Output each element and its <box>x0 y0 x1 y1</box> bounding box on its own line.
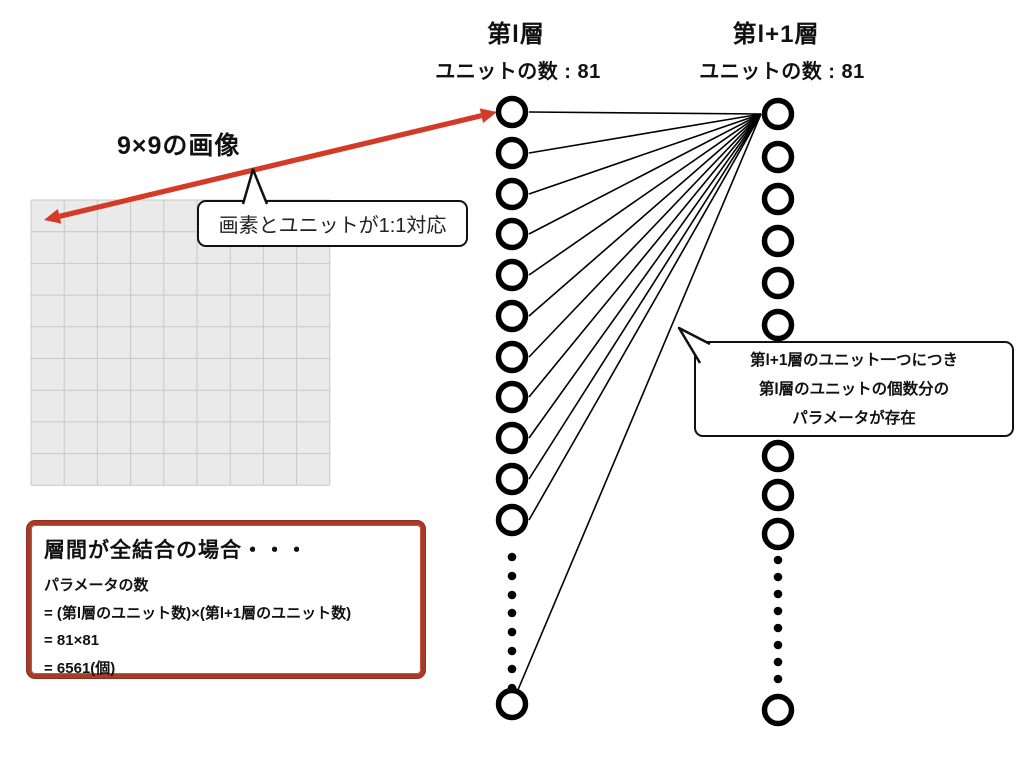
connection-line <box>528 113 762 398</box>
layer-l-unit-count: ユニットの数 : 81 <box>435 61 601 83</box>
unit-circle <box>761 517 795 551</box>
ellipsis-dot <box>773 589 783 599</box>
connection-line <box>528 113 762 235</box>
unit-circle <box>761 308 795 342</box>
parameter-callout-line: 第l+1層のユニット一つにつき <box>750 351 958 369</box>
connection-line <box>528 113 762 439</box>
fully-connected-info-box: 層間が全結合の場合・・・ パラメータの数 = (第l層のユニット数)×(第l+1… <box>27 521 425 678</box>
unit-circle <box>495 95 529 129</box>
info-box-line: = 81×81 <box>44 632 100 649</box>
info-box-title: 層間が全結合の場合・・・ <box>44 539 308 562</box>
ellipsis-dot <box>773 606 783 616</box>
pixel-unit-callout: 画素とユニットが1:1対応 <box>197 200 468 247</box>
ellipsis-dot <box>773 555 783 565</box>
unit-circle <box>495 687 529 721</box>
connection-line <box>528 113 762 521</box>
unit-circle <box>495 217 529 251</box>
unit-circle <box>495 136 529 170</box>
ellipsis-dot <box>507 627 517 637</box>
unit-circle <box>761 266 795 300</box>
pixel-grid <box>31 200 330 486</box>
arrow-head-right-icon <box>479 108 497 123</box>
parameter-callout: 第l+1層のユニット一つにつき 第l層のユニットの個数分の パラメータが存在 <box>694 341 1014 437</box>
parameter-callout-line: 第l層のユニットの個数分の <box>758 380 950 398</box>
image-size-label: 9×9の画像 <box>117 132 241 160</box>
unit-circle <box>495 462 529 496</box>
ellipsis-dot <box>773 572 783 582</box>
unit-circle <box>495 421 529 455</box>
arrow-head-left-icon <box>44 209 62 224</box>
connection-line <box>528 113 762 154</box>
ellipsis-dot <box>773 640 783 650</box>
info-box-line: = (第l層のユニット数)×(第l+1層のユニット数) <box>44 604 352 622</box>
parameter-callout-line: パラメータが存在 <box>792 409 916 427</box>
unit-circle <box>761 478 795 512</box>
ellipsis-dot <box>507 608 517 618</box>
unit-circle <box>495 503 529 537</box>
connection-line <box>528 113 762 276</box>
ellipsis-dot <box>773 674 783 684</box>
unit-circle <box>761 224 795 258</box>
unit-circle <box>761 439 795 473</box>
unit-circle <box>761 182 795 216</box>
info-box-line: パラメータの数 <box>44 577 149 594</box>
ellipsis-dot <box>507 664 517 674</box>
unit-circle <box>761 693 795 727</box>
pixel-to-unit-arrow <box>58 113 483 219</box>
unit-circle <box>495 258 529 292</box>
ellipsis-dot <box>507 552 517 562</box>
unit-circle <box>495 340 529 374</box>
unit-circle <box>495 299 529 333</box>
connection-line <box>528 111 762 115</box>
info-box-line: = 6561(個) <box>44 659 116 677</box>
ellipsis-dot <box>507 571 517 581</box>
connection-line <box>528 113 762 480</box>
unit-circle <box>761 140 795 174</box>
layer-l-title: 第l層 <box>487 21 545 48</box>
unit-circle <box>761 97 795 131</box>
ellipsis-dot <box>507 646 517 656</box>
unit-circle <box>495 177 529 211</box>
unit-circle <box>495 380 529 414</box>
connection-line <box>528 113 762 358</box>
ellipsis-dot <box>507 590 517 600</box>
layer-l-plus-1-title: 第l+1層 <box>732 21 820 48</box>
pixel-unit-callout-text: 画素とユニットが1:1対応 <box>218 215 447 237</box>
connection-line <box>528 113 762 317</box>
ellipsis-dot <box>773 657 783 667</box>
pixel-grid-lines <box>30 199 331 486</box>
ellipsis-dot <box>773 623 783 633</box>
layer-l-plus-1-unit-count: ユニットの数 : 81 <box>699 61 865 83</box>
connection-line <box>528 113 762 195</box>
connection-line <box>511 113 762 705</box>
